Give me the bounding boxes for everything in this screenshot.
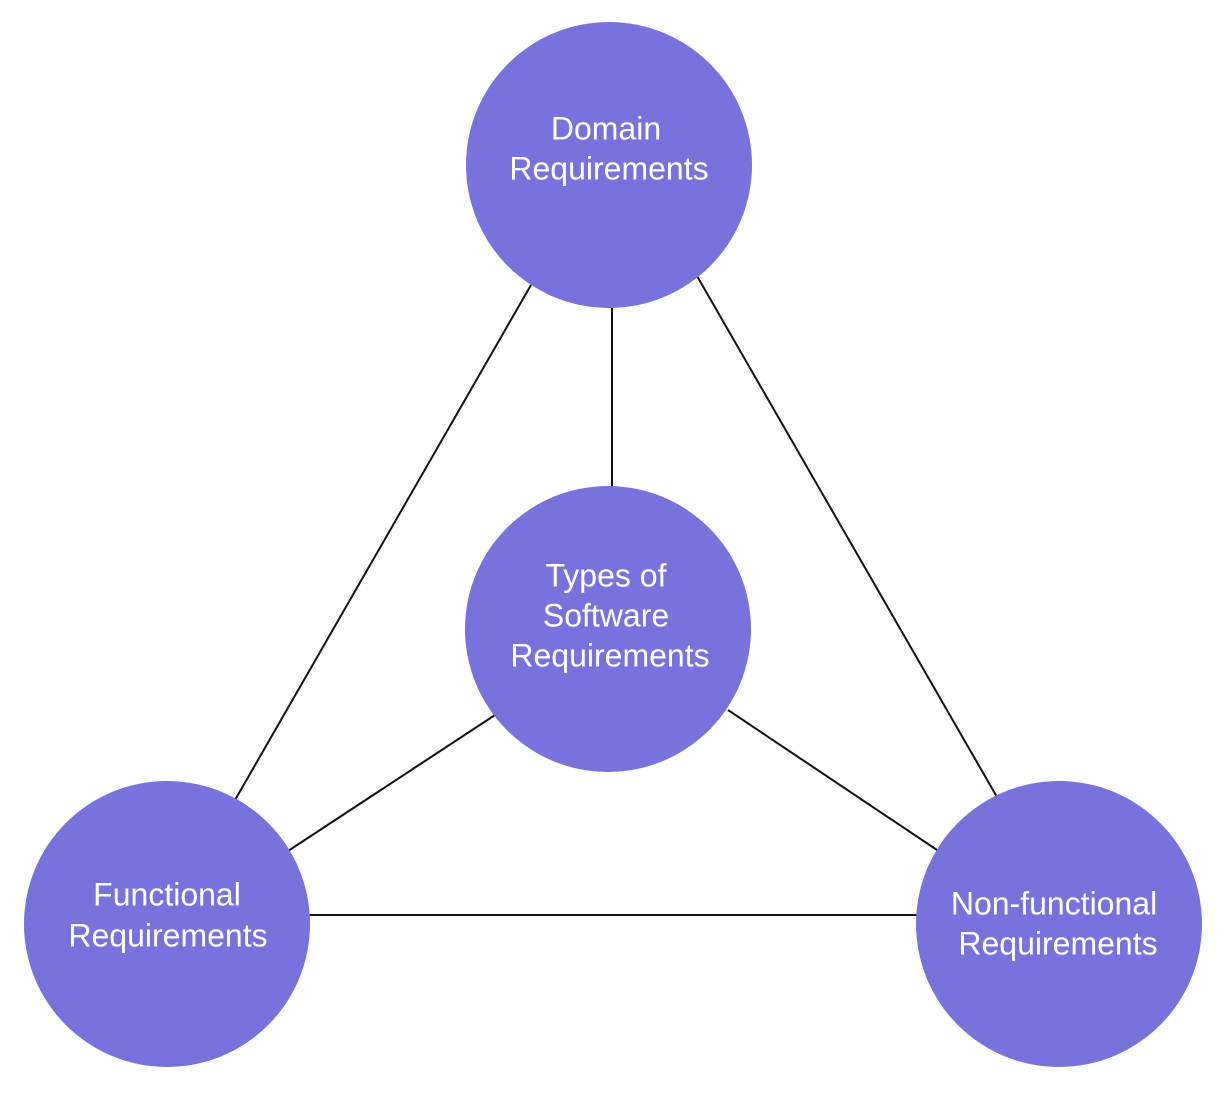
node-circle — [465, 486, 751, 772]
node-domain-requirements: Domain Requirements — [466, 22, 752, 308]
node-label-line: Non-functional — [951, 885, 1157, 921]
node-label-line: Software — [543, 597, 669, 633]
node-circle — [466, 22, 752, 308]
node-functional-requirements: Functional Requirements — [24, 781, 310, 1067]
node-label-line: Functional — [93, 876, 241, 912]
node-circle — [24, 781, 310, 1067]
connector-center-right — [727, 709, 938, 851]
connector-top-right — [696, 275, 998, 798]
node-types-of-software-requirements: Types of Software Requirements — [465, 486, 751, 772]
connector-top-left — [234, 284, 532, 801]
node-label-line: Domain — [551, 110, 661, 146]
connectors — [234, 275, 998, 916]
node-label-line: Requirements — [68, 917, 267, 953]
node-label-line: Requirements — [958, 925, 1157, 961]
node-label-line: Requirements — [510, 637, 709, 673]
node-circle — [916, 781, 1202, 1067]
node-label-line: Types of — [546, 557, 667, 593]
connector-center-left — [287, 714, 496, 852]
node-label-line: Requirements — [509, 150, 708, 186]
node-non-functional-requirements: Non-functional Requirements — [916, 781, 1202, 1067]
